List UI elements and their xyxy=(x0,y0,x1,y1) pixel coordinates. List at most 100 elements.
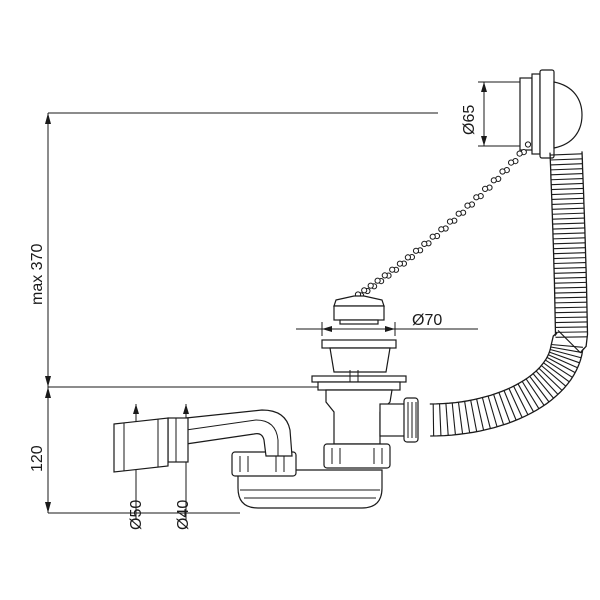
hose-rib xyxy=(464,401,471,433)
hose-rib xyxy=(487,395,498,427)
hose-rib xyxy=(554,271,587,274)
chain-bead xyxy=(389,266,396,273)
outlet-pipe xyxy=(113,409,293,473)
outlet-outer-diameter-label: Ø50 xyxy=(128,500,145,530)
chain-bead xyxy=(361,287,368,294)
hose-rib xyxy=(555,326,588,329)
chain-bead xyxy=(396,260,403,267)
hose-rib xyxy=(552,222,585,225)
hose-rib xyxy=(552,227,585,230)
chain-bead xyxy=(412,247,420,254)
hose-rib xyxy=(555,321,588,324)
corrugated-hose xyxy=(429,151,589,437)
hose-rib xyxy=(550,346,583,354)
hose-rib xyxy=(551,182,584,186)
hose-rib xyxy=(549,351,580,364)
plug-diameter-label: Ø70 xyxy=(412,312,442,329)
hose-rib xyxy=(554,296,587,299)
hose-rib xyxy=(498,392,511,423)
hose-rib xyxy=(554,276,587,279)
hose-rib xyxy=(543,362,570,383)
chain-bead xyxy=(482,185,489,192)
chain-bead xyxy=(404,254,411,261)
hose-rib xyxy=(493,394,505,425)
hose-rib xyxy=(532,373,554,399)
hose-rib xyxy=(546,356,576,374)
dimension-lines xyxy=(45,81,540,520)
hose-rib xyxy=(550,173,583,176)
hose-rib xyxy=(555,311,588,314)
hose-rib xyxy=(508,388,523,418)
chain-bead xyxy=(429,233,436,240)
overflow-head xyxy=(519,69,583,159)
hose-rib xyxy=(550,158,583,161)
hose-rib xyxy=(551,187,584,191)
chain-bead xyxy=(490,177,497,184)
hose-rib xyxy=(550,163,583,166)
hose-rib xyxy=(551,343,583,348)
chain-bead xyxy=(446,218,454,225)
drain-body xyxy=(311,339,419,469)
chain-bead xyxy=(499,168,506,175)
chain-bead xyxy=(508,159,515,166)
hose-rib xyxy=(439,403,442,436)
max-height-label: max 370 xyxy=(29,244,46,305)
hose-rib xyxy=(457,402,464,434)
hose-rib xyxy=(481,397,491,429)
hose-rib xyxy=(553,252,586,255)
chain-bead xyxy=(464,202,471,209)
hose-rib xyxy=(545,359,573,378)
hose-outline xyxy=(429,152,558,405)
hose-rib xyxy=(503,390,517,421)
hose-rib xyxy=(550,153,583,156)
hose-rib xyxy=(476,398,485,431)
chain-bead xyxy=(473,194,480,201)
chain-bead xyxy=(367,282,374,289)
outlet-inner-diameter-label: Ø40 xyxy=(175,500,192,530)
trap-outlet-nut xyxy=(231,451,297,477)
hose-rib xyxy=(551,197,584,201)
plug-chain xyxy=(354,141,532,299)
hose-outline xyxy=(430,151,589,437)
hose-rib xyxy=(550,348,582,359)
hose-rib xyxy=(554,301,587,304)
hose-rib xyxy=(445,403,449,436)
hose-rib xyxy=(552,207,585,210)
hose-rib xyxy=(548,354,578,369)
chain-bead xyxy=(381,272,388,279)
hose-rib xyxy=(525,378,545,406)
chain-bead xyxy=(516,150,523,157)
hose-rib xyxy=(552,232,585,235)
hose-rib xyxy=(554,286,587,289)
hose-rib xyxy=(551,192,584,196)
hose-rib xyxy=(551,202,584,205)
chain-bead xyxy=(438,226,445,233)
chain-bead xyxy=(421,240,428,247)
hose-rib xyxy=(554,306,587,309)
hose-rib xyxy=(553,242,586,245)
plug-stopper xyxy=(333,295,385,325)
hose-rib xyxy=(521,381,540,409)
hose-rib xyxy=(553,237,586,240)
hose-rib xyxy=(517,383,535,413)
overflow-diameter-label: Ø65 xyxy=(461,105,478,135)
trap-height-label: 120 xyxy=(29,445,46,472)
hose-rib xyxy=(555,316,588,319)
hose-rib xyxy=(557,330,582,354)
hose-rib xyxy=(535,370,559,395)
hose-rib xyxy=(541,365,567,387)
hose-rib xyxy=(553,247,586,250)
hose-rib xyxy=(554,291,587,294)
chain-bead xyxy=(524,141,532,148)
hose-rib xyxy=(555,331,588,333)
hose-rib xyxy=(552,217,585,220)
chain-bead xyxy=(374,277,381,284)
trap-bowl xyxy=(237,469,383,509)
hose-rib xyxy=(554,281,587,284)
hose-rib xyxy=(553,262,586,265)
hose-rib xyxy=(529,375,550,403)
hose-rib xyxy=(553,257,586,260)
hose-rib xyxy=(550,168,583,171)
